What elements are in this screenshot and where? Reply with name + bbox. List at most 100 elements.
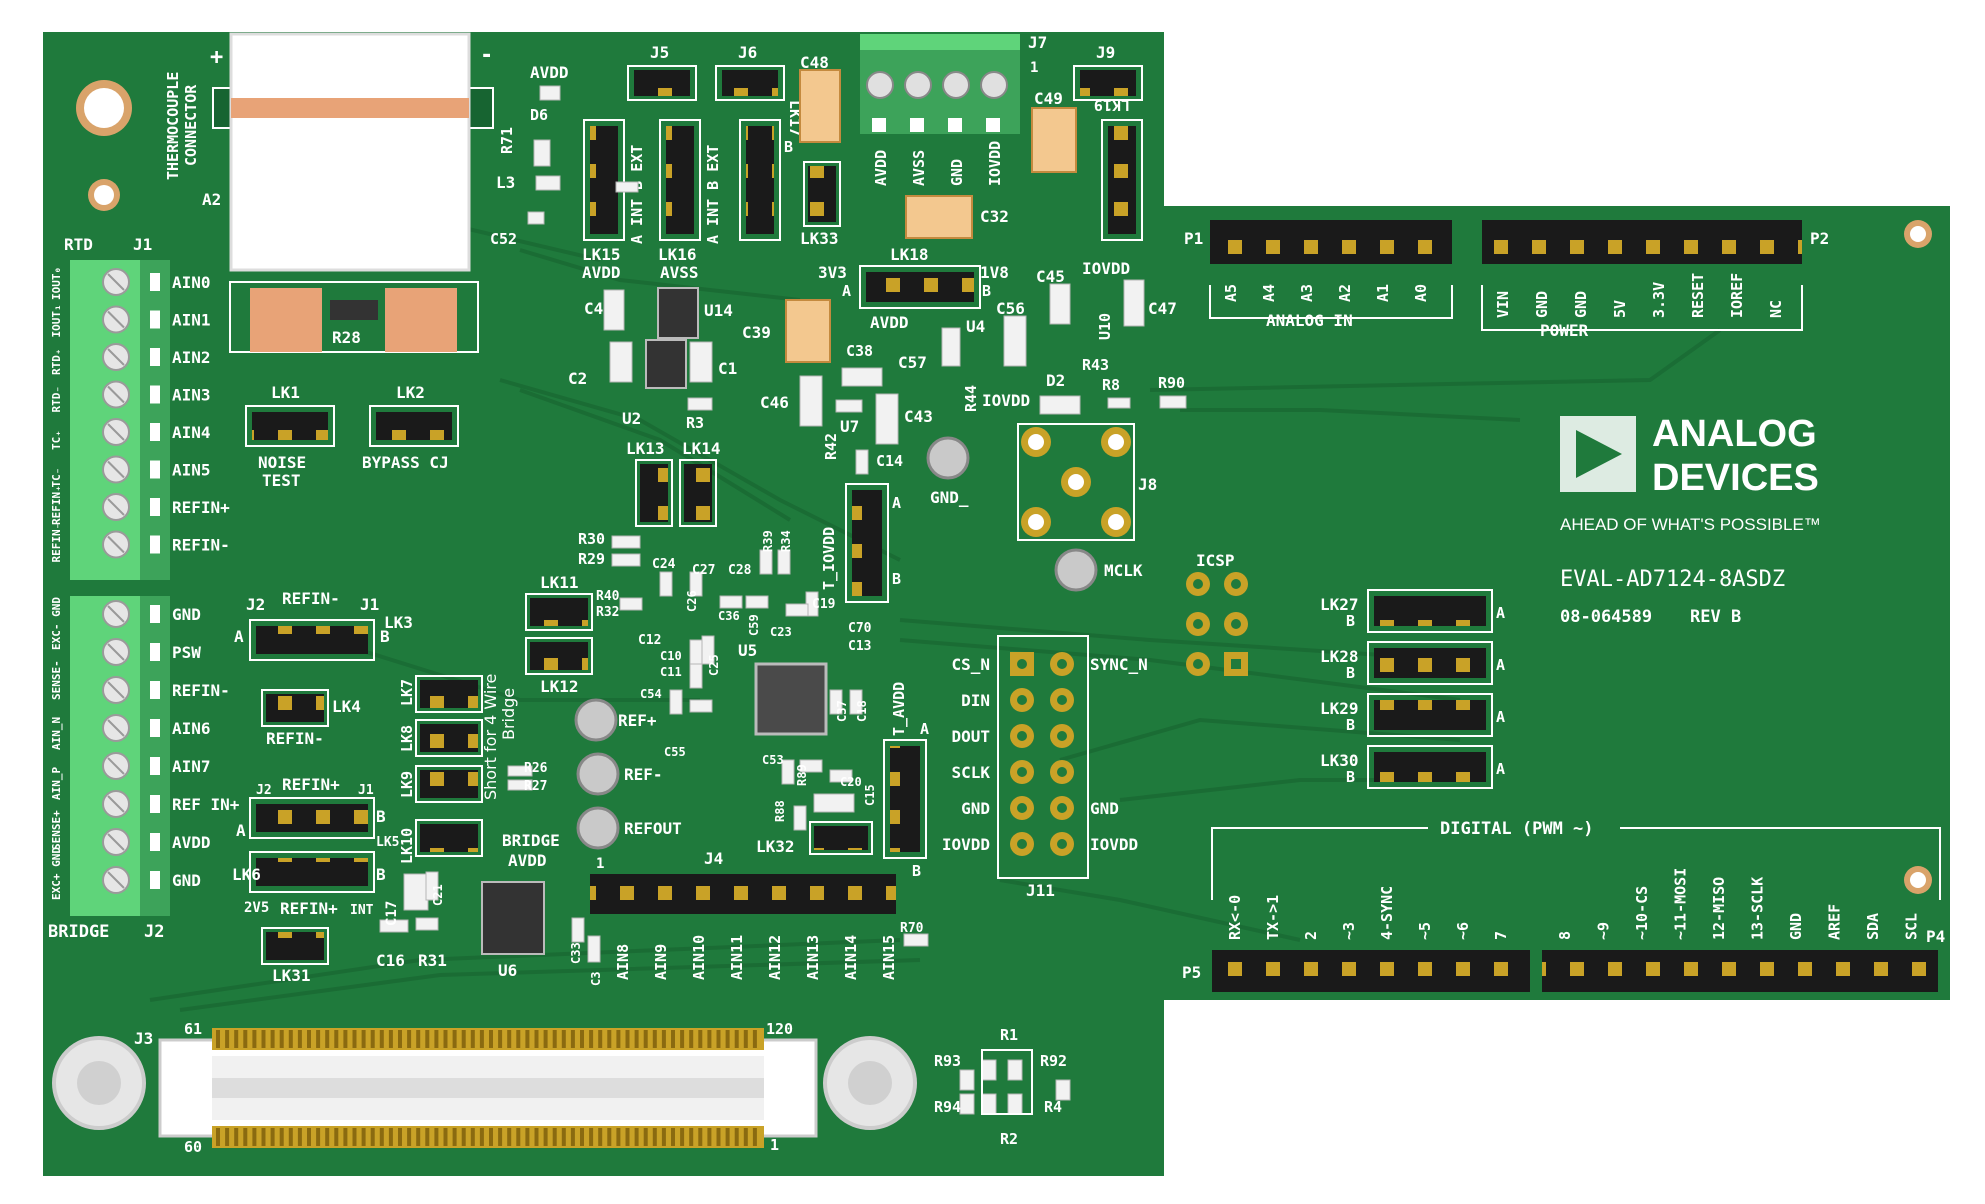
lk5-a: A [236,821,246,840]
lk15-bottom: AVDD [582,263,621,282]
j7-pin-label: GND [948,159,966,186]
p2-pin-label: GND [1572,291,1590,318]
j1-screw-slot [107,498,125,516]
j3-tooth [725,1128,730,1146]
digital-headers[interactable]: DIGITAL (PWM ~) P5 P4 [1182,819,1945,992]
r70-ref: R70 [900,921,924,936]
c53-ref: C53 [762,753,784,767]
p5-pin-label: 2 [1302,931,1320,940]
j3-tooth [516,1030,521,1048]
lk-right-pins[interactable] [1374,752,1486,782]
j11-left-label: DIN [961,691,990,710]
j2-side-label: AIN_N [50,717,63,750]
j9-ref: J9 [1096,43,1115,62]
j1-pin-label: AIN5 [172,461,211,480]
iovdd-link[interactable]: T_IOVDD A B [820,483,901,603]
smd-part [745,595,769,609]
c70-ref: C70 [848,621,872,636]
lk31-jumper[interactable]: LK31 [261,927,329,985]
j3-tooth [534,1128,539,1146]
lk2-jumper[interactable]: LK2 BYPASS CJ [362,383,459,472]
j3-tooth [316,1030,321,1048]
j3-tooth [297,1030,302,1048]
j3-tooth [279,1030,284,1048]
c32-ref: C32 [980,207,1009,226]
lk-right-pins[interactable] [1374,648,1486,678]
j8-sma-connector[interactable]: J8 [1017,423,1157,541]
r40-ref: R40 [596,589,620,604]
p4-pin-label: SDA [1864,913,1882,940]
r26-ref: R26 [524,761,548,776]
j11-right-label: IOVDD [1090,835,1138,854]
j3-tl: 61 [184,1020,202,1038]
lk18-b: B [982,282,991,300]
j3-tooth [461,1128,466,1146]
short-note-2: Bridge [499,688,518,740]
j5-j6-j9-headers[interactable]: J5 J6 J9 [627,43,1143,101]
r39-ref: R39 [761,530,775,552]
j11-right-label: GND [1090,799,1119,818]
smd-part [1003,315,1027,367]
p4-pin-label: GND [1787,913,1805,940]
avdd-link[interactable]: T_AVDD A B [883,682,929,880]
icsp-header[interactable]: ICSP [1186,551,1248,676]
short-note-1: Short for 4 Wire [481,674,500,800]
lk-right-outline [1367,693,1493,737]
test-points[interactable]: GND_ MCLK REF+ REF- REFOUT [574,436,1143,850]
lk7-9-jumpers[interactable]: LK7 LK8 LK9 LK10 Short for 4 Wire Bridge… [398,674,560,870]
lk8-ref: LK8 [398,725,416,752]
j1-pin-label: AIN0 [172,273,211,292]
j1-pin-mark [150,423,160,441]
adi-logo: ANALOG DEVICES AHEAD OF WHAT'S POSSIBLE™… [1560,413,1821,627]
lk18-jumper[interactable]: LK18 3V3 1V8 A B AVDD [818,245,1009,332]
p2-power-header[interactable]: P2 POWER [1481,220,1829,340]
smd-part [829,689,843,715]
r34-ref: R34 [779,530,793,552]
lk-right-pins[interactable] [1374,596,1486,626]
lk-right-pins[interactable] [1374,700,1486,730]
r28-ref: R28 [332,328,361,347]
p1-pin-label: A0 [1412,284,1430,302]
lk18-ref: LK18 [890,245,929,264]
lk1-label1: NOISE [258,453,306,472]
thermocouple-ref: A2 [202,190,221,209]
lk3-ref: LK3 [384,613,413,632]
j1-pin-mark [150,535,160,554]
j2-screw-slot [107,681,125,699]
lk1-jumper[interactable]: LK1 NOISE TEST [245,383,335,490]
j8-ref: J8 [1138,475,1157,494]
j3-teeth [216,1030,757,1146]
j2-screw-slot [107,719,125,737]
c19-ref: C19 [812,597,835,612]
smd-part [785,603,809,617]
p4-pin-label: 12-MISO [1710,877,1728,940]
lk3-jumper[interactable]: REFIN- J2 J1 A B LK3 [234,589,413,661]
j4-header[interactable]: J4 1 [590,849,896,914]
j3-tooth [416,1128,421,1146]
center-links[interactable]: LK11 LK12 LK13 LK14 LK32 [525,439,873,856]
lk-right-a: A [1496,656,1505,674]
j11-right-label: SYNC_N [1090,655,1148,674]
lk1-ref: LK1 [271,383,300,402]
j11-header[interactable]: J11 [997,635,1089,900]
j3-tooth [607,1030,612,1048]
j3-tooth [752,1030,757,1048]
lk4-jumper[interactable]: LK4 REFIN- [261,689,361,748]
j3-tooth [425,1128,430,1146]
small-components [379,85,1187,1115]
p5-ref: P5 [1182,963,1201,982]
lk-right-a: A [1496,708,1505,726]
j3-tooth [561,1128,566,1146]
r27-ref: R27 [524,779,547,794]
p1-analog-header[interactable]: P1 ANALOG IN [1184,220,1453,330]
j3-tooth [552,1128,557,1146]
c14-ref: C14 [876,452,903,470]
j3-tooth [325,1030,330,1048]
j11-pin-hole [1017,767,1027,777]
lk5-jumper[interactable]: REFIN+ J2 J1 A B LK5 [236,775,399,850]
tp-refout-label: REFOUT [624,819,682,838]
lk6-jumper[interactable]: LK6 2V5 REFIN+ INT B [232,851,386,918]
